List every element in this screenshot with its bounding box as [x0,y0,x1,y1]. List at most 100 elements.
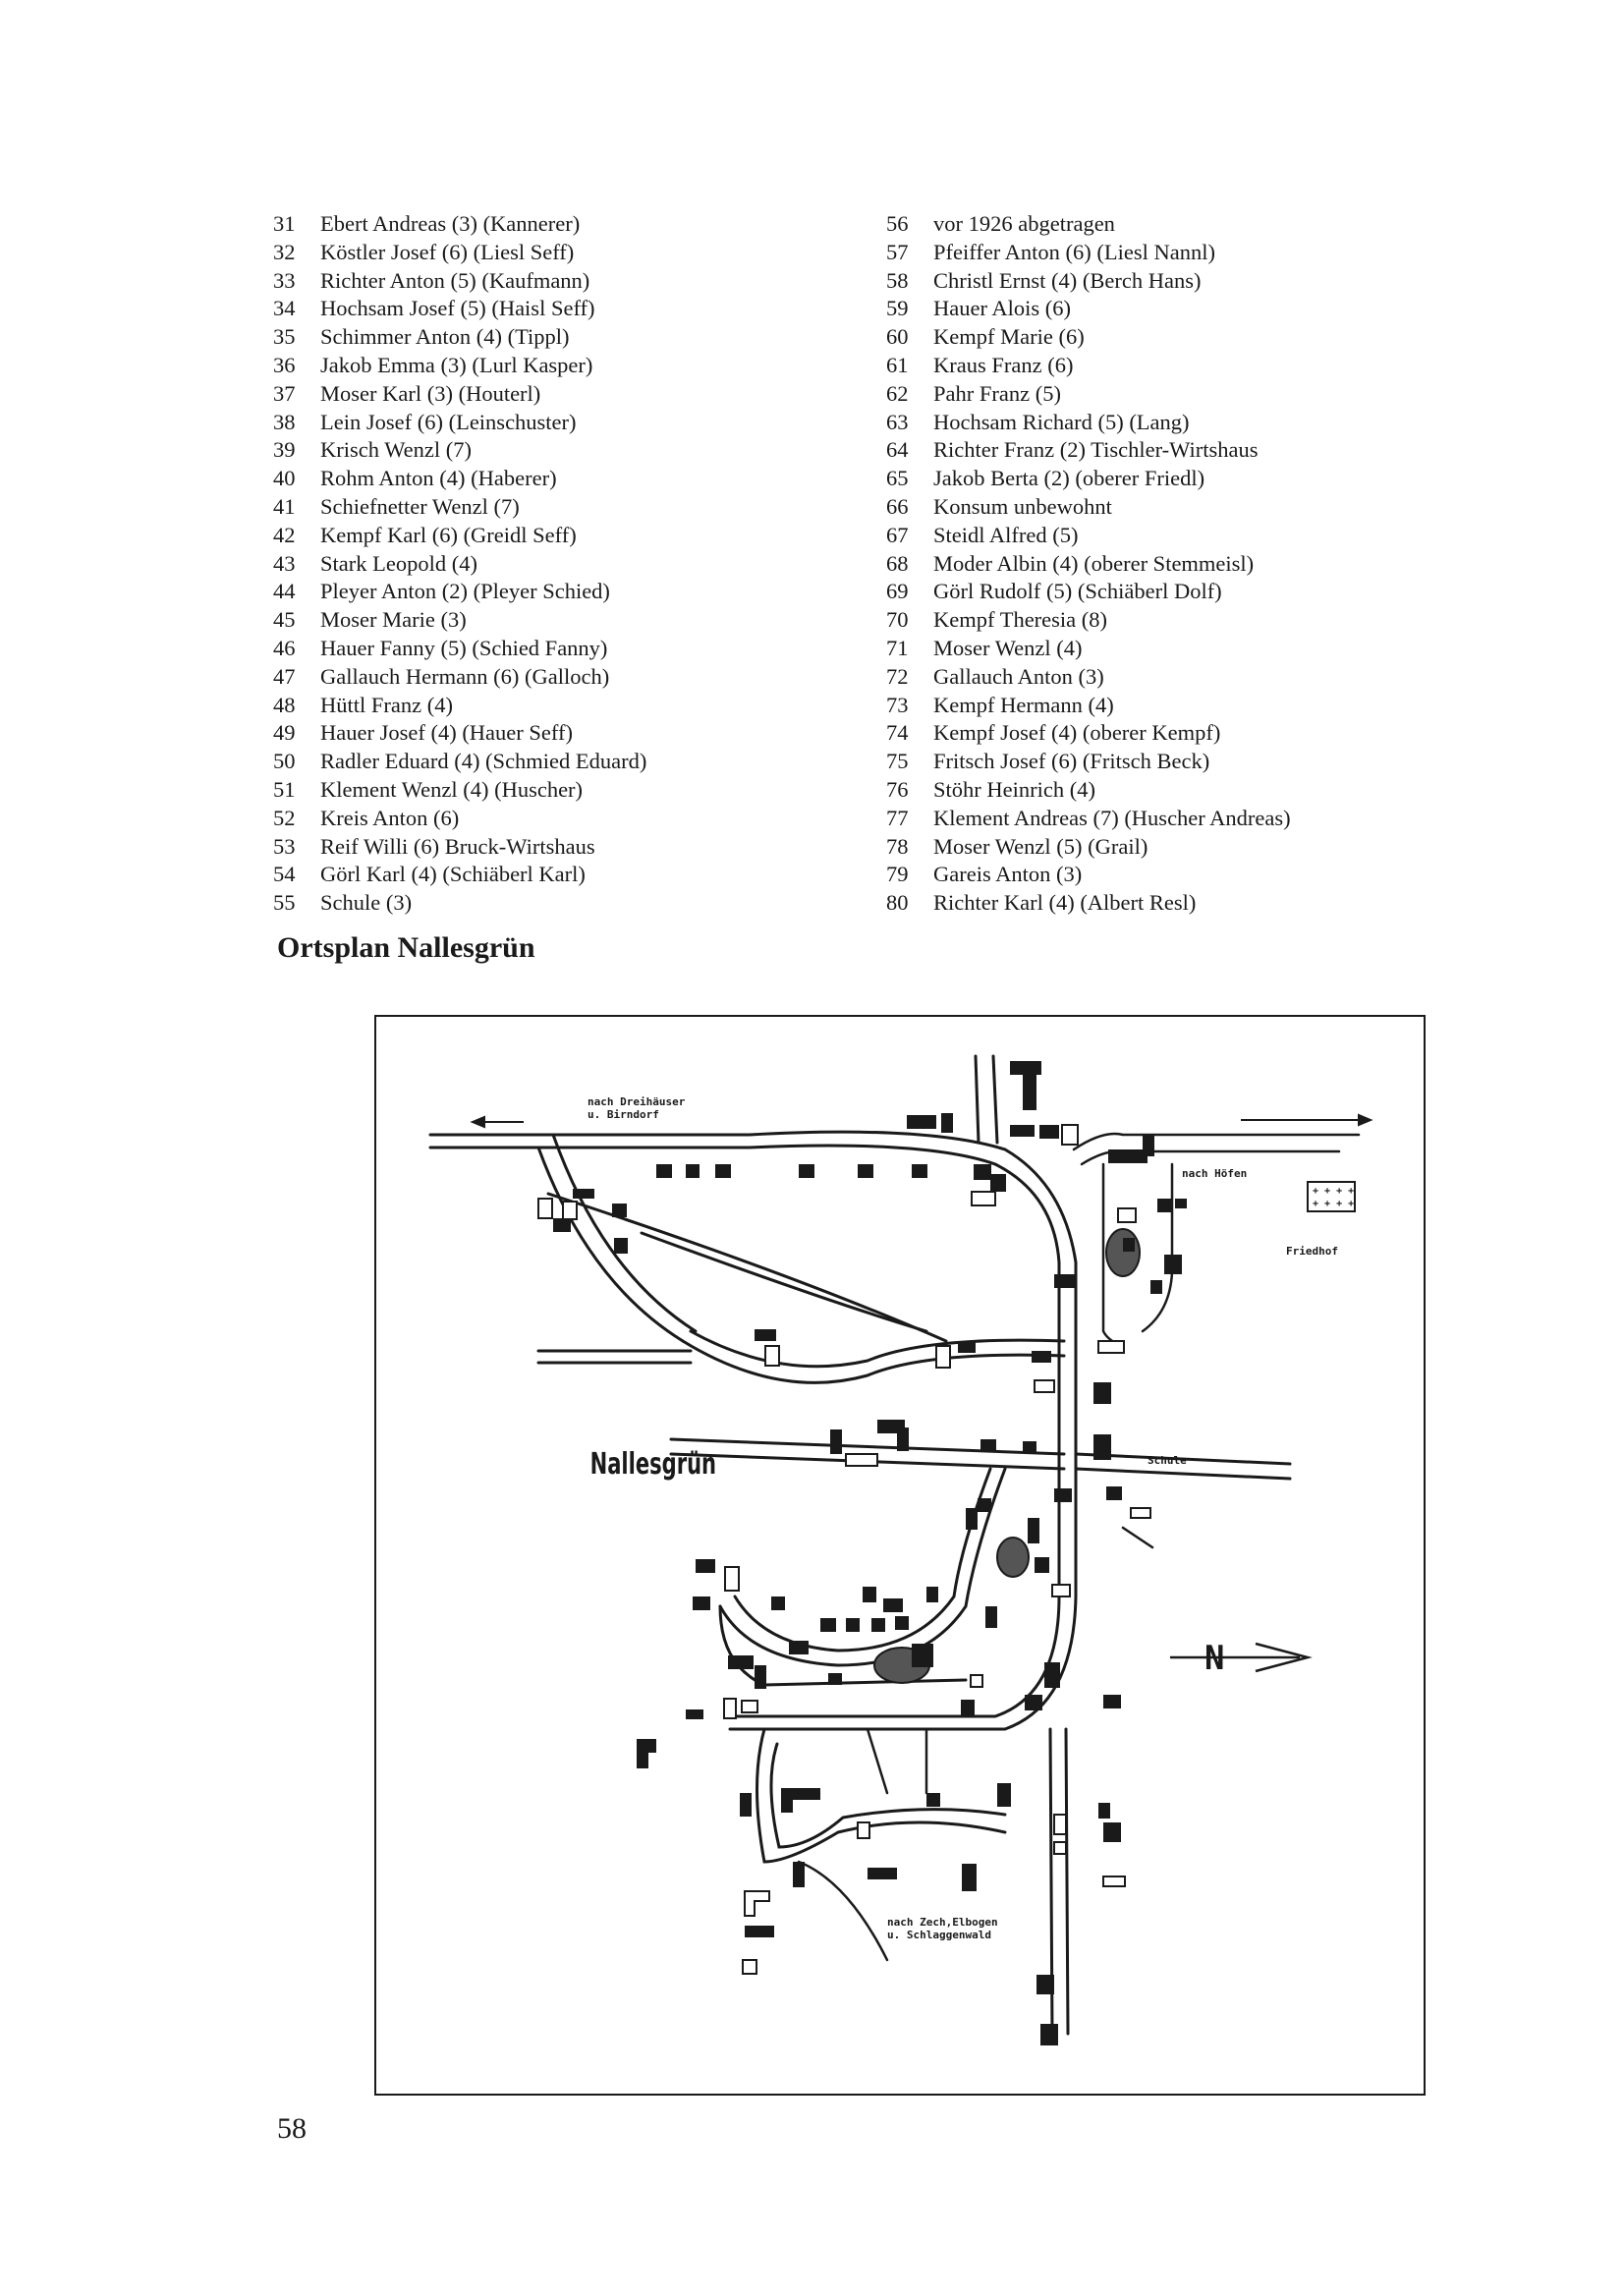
house-owner: Görl Karl (4) (Schiäberl Karl) [320,862,586,887]
house-owner: Konsum unbewohnt [933,493,1112,519]
house-owner: Kempf Hermann (4) [933,692,1114,717]
house-owner: Richter Anton (5) (Kaufmann) [320,267,590,293]
house-number: 69 [886,579,909,604]
house-owner: Jakob Emma (3) (Lurl Kasper) [320,352,593,377]
house-number: 43 [273,550,296,576]
house-number: 40 [273,466,296,491]
house-number: 58 [886,267,909,293]
house-number: 41 [273,493,296,519]
list-item: 51 Klement Wenzl (4) (Huscher) [273,776,863,805]
house-number: 77 [886,805,909,830]
house-number: 75 [886,749,909,774]
section-title: Ortsplan Nallesgrün [277,931,535,964]
house-number: 39 [273,437,296,463]
house-owner: Klement Wenzl (4) (Huscher) [320,776,584,802]
house-number: 73 [886,692,909,717]
page-number: 58 [277,2112,307,2145]
house-owner: Kraus Franz (6) [933,352,1074,377]
pond-east [1105,1228,1141,1277]
house-number: 33 [273,267,296,293]
house-owner: Radler Eduard (4) (Schmied Eduard) [320,749,647,774]
list-item: 57 Pfeiffer Anton (6) (Liesl Nannl) [886,239,1436,267]
house-number: 45 [273,607,296,633]
houses [553,1061,1187,2045]
house-owner: Moder Albin (4) (oberer Stemmeisl) [933,550,1255,576]
label-hoefen: nach Höfen [1182,1167,1247,1180]
house-owner: Moser Marie (3) [320,607,467,633]
friedhof-symbol: + + + + + + + + [1307,1181,1356,1212]
direction-arrows [470,1113,1373,1129]
house-number: 57 [886,239,909,264]
house-number: 67 [886,522,909,547]
house-number: 60 [886,324,909,350]
house-owner: Hauer Alois (6) [933,296,1071,321]
house-owner: Klement Andreas (7) (Huscher Andreas) [933,805,1291,830]
house-owner: Pahr Franz (5) [933,380,1061,406]
house-owner: Schiefnetter Wenzl (7) [320,493,520,519]
list-item: 33 Richter Anton (5) (Kaufmann) [273,267,863,296]
house-number: 51 [273,776,296,802]
house-owner: Kreis Anton (6) [320,805,460,830]
house-owner: Gallauch Anton (3) [933,663,1104,689]
house-owner: Lein Josef (6) (Leinschuster) [320,409,577,434]
house-number: 64 [886,437,909,463]
map-drawing: + + + + + + + + N nach Dreihäuser u. Bir… [428,1054,1373,2045]
house-number: 47 [273,663,296,689]
house-owner: Hauer Josef (4) (Hauer Seff) [320,720,573,746]
house-number: 56 [886,211,909,236]
outline-buildings [537,1124,1151,1975]
label-zech-1: nach Zech,Elbogen [887,1916,998,1929]
house-owner: Steidl Alfred (5) [933,522,1079,547]
svg-text:+ + + +: + + + + [1313,1199,1354,1209]
house-number: 46 [273,635,296,660]
house-number: 54 [273,862,296,887]
house-number: 35 [273,324,296,350]
house-number: 42 [273,522,296,547]
house-owner: Görl Rudolf (5) (Schiäberl Dolf) [933,579,1222,604]
ponds [873,1228,1141,1684]
list-item: 54 Görl Karl (4) (Schiäberl Karl) [273,861,863,889]
house-owner: Pfeiffer Anton (6) (Liesl Nannl) [933,239,1216,264]
north-arrow: N [1170,1639,1313,1678]
house-owner: Hauer Fanny (5) (Schied Fanny) [320,635,608,660]
list-item: 41 Schiefnetter Wenzl (7) [273,493,863,522]
list-item: 72 Gallauch Anton (3) [886,663,1436,692]
house-number: 72 [886,663,909,689]
list-item: 77 Klement Andreas (7) (Huscher Andreas) [886,805,1436,833]
house-number: 76 [886,776,909,802]
label-dreihaeuser-1: nach Dreihäuser [588,1095,686,1108]
house-owner: Kempf Theresia (8) [933,607,1108,633]
village-map: + + + + + + + + N nach Dreihäuser u. Bir… [374,1015,1426,2096]
house-number: 50 [273,749,296,774]
north-letter: N [1204,1639,1224,1678]
list-item: 46 Hauer Fanny (5) (Schied Fanny) [273,635,863,663]
label-dreihaeuser-2: u. Birndorf [588,1108,659,1121]
house-number: 59 [886,296,909,321]
house-number: 37 [273,380,296,406]
house-owner: Jakob Berta (2) (oberer Friedl) [933,466,1205,491]
house-number: 68 [886,550,909,576]
house-number: 74 [886,720,909,746]
house-number: 65 [886,466,909,491]
house-owner: Krisch Wenzl (7) [320,437,472,463]
